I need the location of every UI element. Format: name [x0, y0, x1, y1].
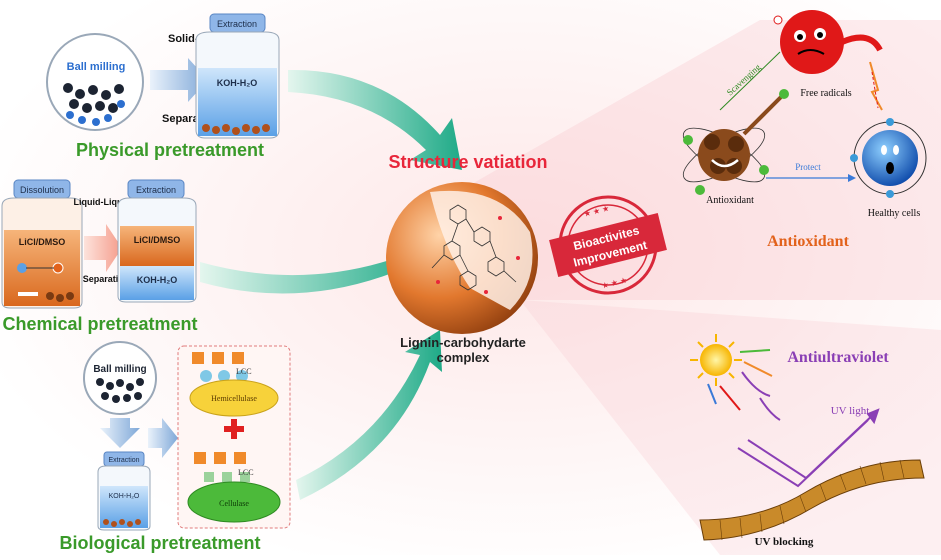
chemical-title: Chemical pretreatment — [2, 314, 197, 334]
sphere-cutaway — [430, 190, 533, 310]
liquid-liquid-label: Liquid-Liquid — [74, 197, 131, 207]
film-stripes — [719, 459, 905, 541]
lcc-top-chain — [192, 352, 248, 382]
bio-right-arrow — [148, 418, 178, 458]
complex-label-line2: complex — [437, 350, 491, 365]
physical-to-complex-arrow — [288, 69, 462, 170]
free-radicals-label: Free radicals — [800, 88, 851, 99]
healthy-cell — [850, 118, 927, 198]
lightning-icon — [869, 61, 883, 111]
stamp-banner — [549, 213, 667, 277]
chemical-arrow — [84, 224, 122, 272]
center-section: Structure vatiation Lignin-carbohydarte … — [386, 152, 548, 365]
free-radical-body — [780, 10, 844, 74]
chemical-section: Dissolution LiCl/DMSO Liquid-Liquid Sepa… — [1, 179, 430, 334]
antioxidant-title: Antioxidant — [767, 233, 849, 250]
uv-reflection-arrows — [737, 408, 880, 488]
lignin-red-marks — [436, 216, 520, 294]
uv-blocking-label: UV blocking — [755, 536, 814, 548]
antiuv-title: Antiultraviolet — [787, 349, 889, 366]
lcc-bottom-label: LCC — [238, 468, 254, 477]
hemicellulase-label: Hemicellulase — [211, 394, 257, 403]
chemical-extraction-label: Extraction — [136, 185, 176, 195]
physical-extraction-label: Extraction — [217, 19, 257, 29]
antioxidant-label: Antioxidant — [706, 195, 754, 206]
complex-label-line1: Lignin-carbohydarte — [400, 335, 526, 350]
lcc-bottom-chain — [194, 452, 250, 482]
chemical-separation-label: Separation — [83, 274, 130, 284]
physical-section: Ball milling Solid-Liquid Separation Ext… — [46, 13, 462, 170]
bio-ball-mill-circle — [83, 341, 157, 415]
biological-section: Ball milling Extraction KOH-H₂O LCC Hemi… — [59, 330, 442, 553]
healthy-cells-label: Healthy cells — [868, 208, 921, 219]
chemical-jar1-sediment — [46, 292, 74, 302]
uv-blocking-film — [699, 459, 925, 541]
chemical-to-complex-arrow — [200, 244, 430, 294]
antioxidant-body — [698, 129, 750, 181]
chemical-molecule — [17, 262, 64, 274]
cellulase-label: Cellulase — [219, 499, 249, 508]
uv-ray-arrows — [707, 349, 781, 421]
protect-arrowhead — [848, 174, 856, 182]
structure-variation-title: Structure vatiation — [388, 152, 547, 172]
bio-ball-mill-balls — [96, 378, 144, 403]
cellulase-blob — [187, 481, 281, 523]
free-radical — [773, 10, 883, 74]
biological-to-complex-arrow — [296, 330, 442, 500]
hemicellulase-blob — [189, 379, 279, 417]
ball-mill-circle — [46, 33, 144, 131]
stir-bar — [18, 292, 38, 296]
healthy-cell-body — [862, 130, 918, 186]
chemical-solvent3-label: KOH-H₂O — [137, 275, 178, 285]
chemical-jar2-bottom-liquid — [120, 266, 194, 300]
scavenging-line — [719, 51, 781, 111]
biological-title: Biological pretreatment — [59, 533, 260, 553]
physical-arrow — [150, 58, 208, 102]
uv-light-label: UV light — [831, 405, 870, 417]
bio-extraction-label: Extraction — [108, 457, 139, 464]
physical-jar-sediment — [202, 124, 270, 135]
protect-label: Protect — [795, 162, 821, 172]
antiuv-section: Antiultraviolet UV light — [690, 334, 925, 548]
physical-solvent-label: KOH-H₂O — [217, 78, 258, 88]
bio-ball-milling-label: Ball milling — [93, 364, 146, 375]
chemical-solvent2-label: LiCl/DMSO — [134, 235, 181, 245]
chemical-solvent1-label: LiCl/DMSO — [19, 237, 66, 247]
physical-ball-milling-label: Ball milling — [67, 61, 126, 73]
lcc-top-label: LCC — [236, 367, 252, 376]
attack-dashed-line — [871, 71, 879, 109]
sun-icon — [690, 334, 742, 386]
ball-mill-balls — [63, 83, 125, 126]
physical-title: Physical pretreatment — [76, 140, 264, 160]
plus-sign — [224, 419, 244, 439]
bio-jar-sediment — [103, 519, 141, 527]
lignin-structure — [431, 204, 517, 291]
dissolution-label: Dissolution — [20, 185, 64, 195]
chemical-jar2-top-liquid — [120, 226, 194, 266]
bio-down-arrow — [100, 418, 140, 448]
bio-solvent-label: KOH-H₂O — [109, 493, 140, 500]
antioxidant-molecule — [682, 89, 789, 195]
